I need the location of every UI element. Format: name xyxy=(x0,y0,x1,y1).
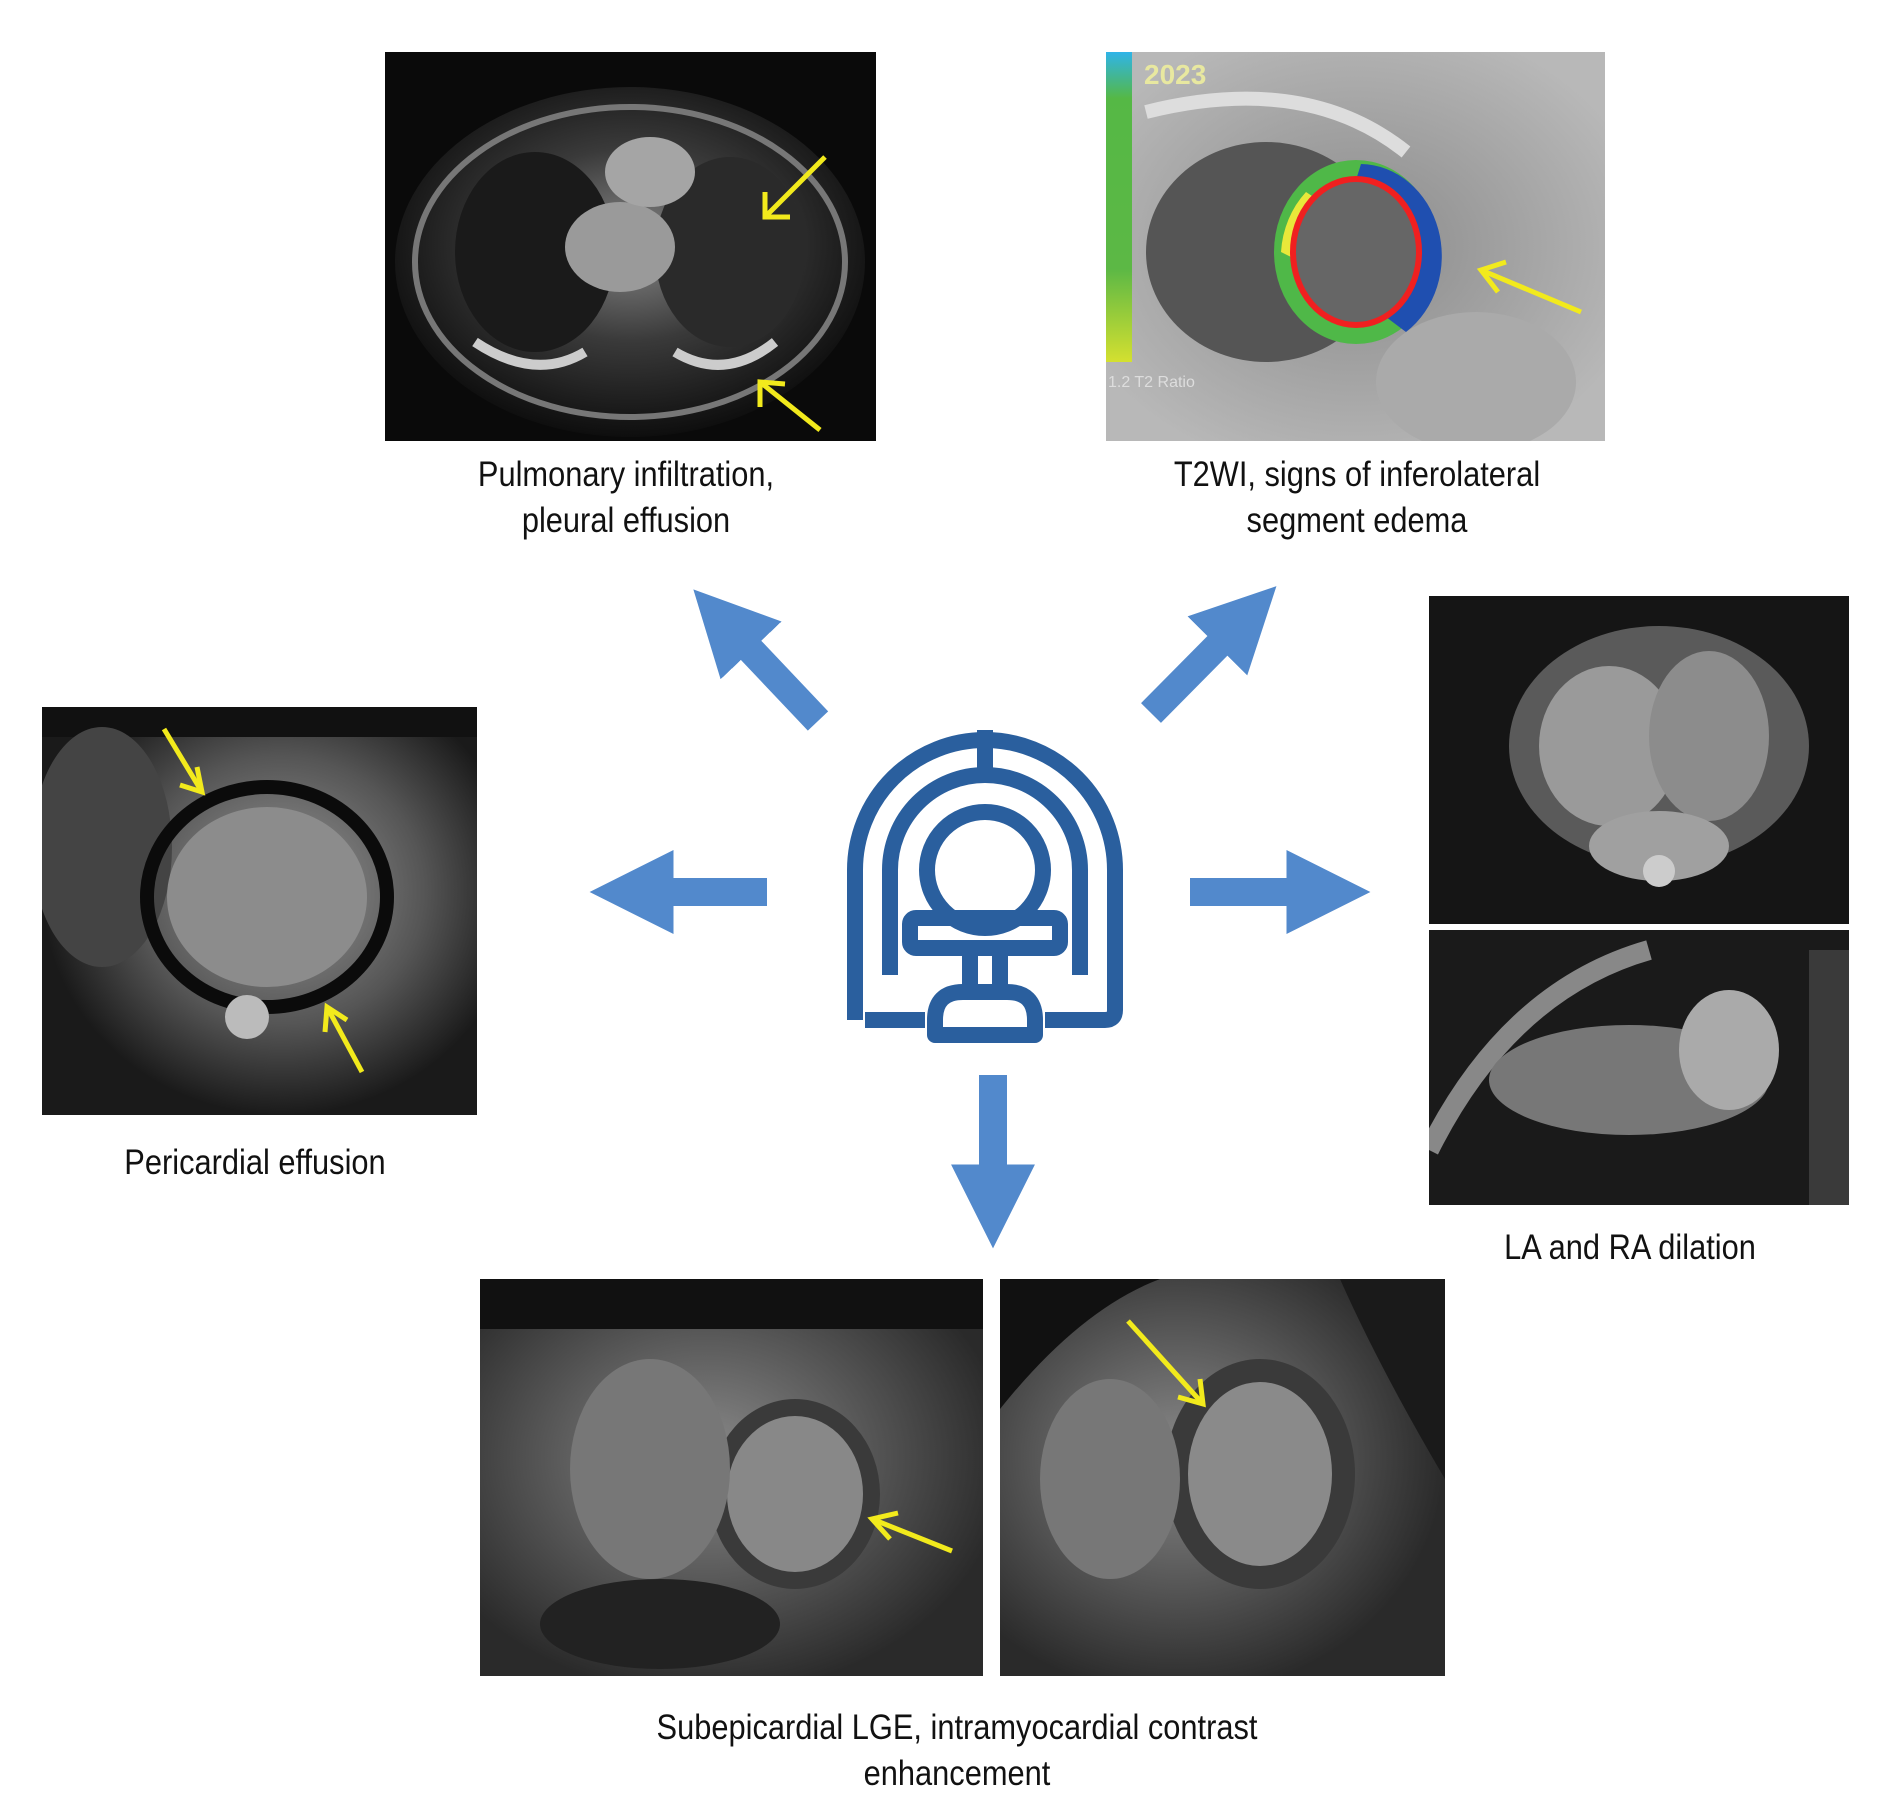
caption-t2wi: T2WI, signs of inferolateral segment ede… xyxy=(1163,452,1550,544)
arrow-to-pulmonary xyxy=(693,589,829,731)
caption-line: T2WI, signs of inferolateral xyxy=(1173,455,1541,494)
caption-pericardial: Pericardial effusion xyxy=(124,1143,386,1182)
image-atria-two-chamber xyxy=(1429,930,1849,1205)
image-pulmonary-infiltration xyxy=(385,52,876,441)
image-pericardial-effusion xyxy=(42,707,477,1115)
image-atria-four-chamber xyxy=(1429,596,1849,924)
mri-scanner-icon xyxy=(847,730,1123,1043)
caption-line: segment edema xyxy=(1246,501,1468,540)
image-t2wi-edema: 2023 1.2 T2 Ratio xyxy=(1106,52,1605,441)
caption-pulmonary: Pulmonary infiltration, pleural effusion xyxy=(450,452,802,544)
caption-line: Pulmonary infiltration, xyxy=(477,455,775,494)
overlay-scale-label: 1.2 T2 Ratio xyxy=(1108,374,1195,391)
caption-lge: Subepicardial LGE, intramyocardial contr… xyxy=(649,1705,1265,1797)
caption-line: Subepicardial LGE, intramyocardial contr… xyxy=(656,1708,1258,1747)
caption-line: enhancement xyxy=(863,1754,1051,1793)
overlay-year: 2023 xyxy=(1144,59,1206,90)
image-lge-right xyxy=(1000,1279,1445,1676)
caption-atria: LA and RA dilation xyxy=(1504,1228,1756,1267)
image-lge-left xyxy=(480,1279,983,1676)
caption-line: pleural effusion xyxy=(521,501,731,540)
arrow-to-t2wi xyxy=(1141,586,1277,723)
